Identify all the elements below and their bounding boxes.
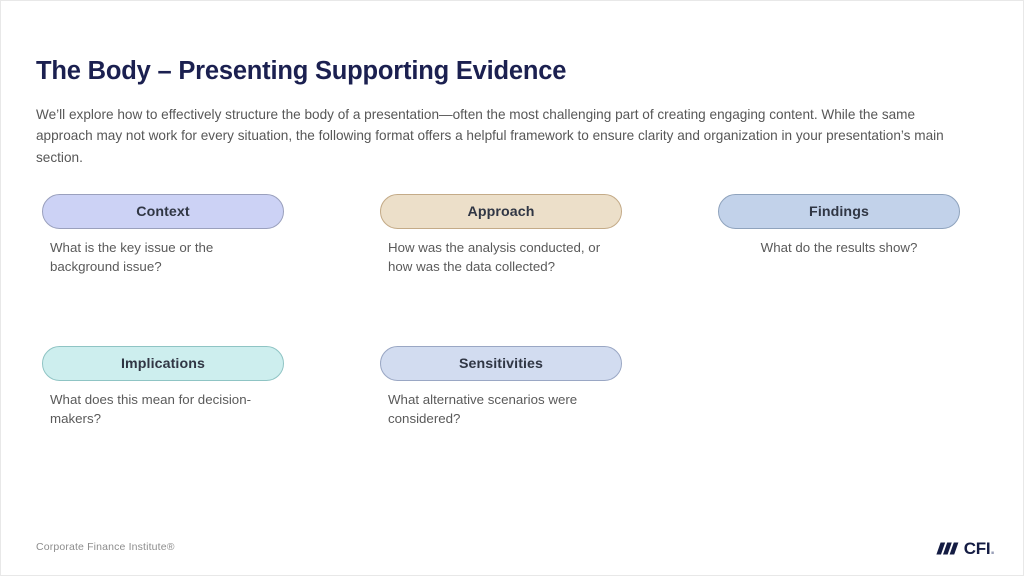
card-description-sensitivities: What alternative scenarios were consider… (388, 392, 578, 426)
pill-approach[interactable]: Approach (380, 194, 622, 229)
pill-label: Findings (809, 203, 869, 220)
pill-label: Sensitivities (458, 355, 544, 372)
cfi-logo-wordmark: CFI (963, 538, 991, 558)
pill-label: Implications (121, 355, 205, 372)
pill-label: Context (136, 203, 190, 220)
card-approach: Approach How was the analysis conducted,… (380, 194, 622, 276)
cfi-logo-dot: . (990, 538, 995, 558)
card-findings: Findings What do the results show? (718, 194, 960, 258)
cfi-logo: CFI . (935, 538, 995, 558)
card-context: Context What is the key issue or the bac… (42, 194, 284, 276)
pill-findings[interactable]: Findings (718, 194, 960, 229)
pill-label: Approach (467, 203, 535, 220)
card-description-implications: What does this mean for decision-makers? (50, 392, 252, 426)
card-implications: Implications What does this mean for dec… (42, 346, 284, 428)
page-title: The Body – Presenting Supporting Evidenc… (36, 57, 567, 86)
card-description-findings: What do the results show? (760, 240, 918, 255)
cfi-logo-mark-icon (936, 542, 959, 554)
pill-sensitivities[interactable]: Sensitivities (380, 346, 622, 381)
card-description-context: What is the key issue or the background … (50, 240, 214, 274)
footer-attribution: Corporate Finance Institute® (36, 541, 175, 553)
card-sensitivities: Sensitivities What alternative scenarios… (380, 346, 622, 428)
pill-implications[interactable]: Implications (42, 346, 284, 381)
pill-context[interactable]: Context (42, 194, 284, 229)
intro-paragraph: We’ll explore how to effectively structu… (36, 106, 944, 165)
card-description-approach: How was the analysis conducted, or how w… (388, 240, 601, 274)
